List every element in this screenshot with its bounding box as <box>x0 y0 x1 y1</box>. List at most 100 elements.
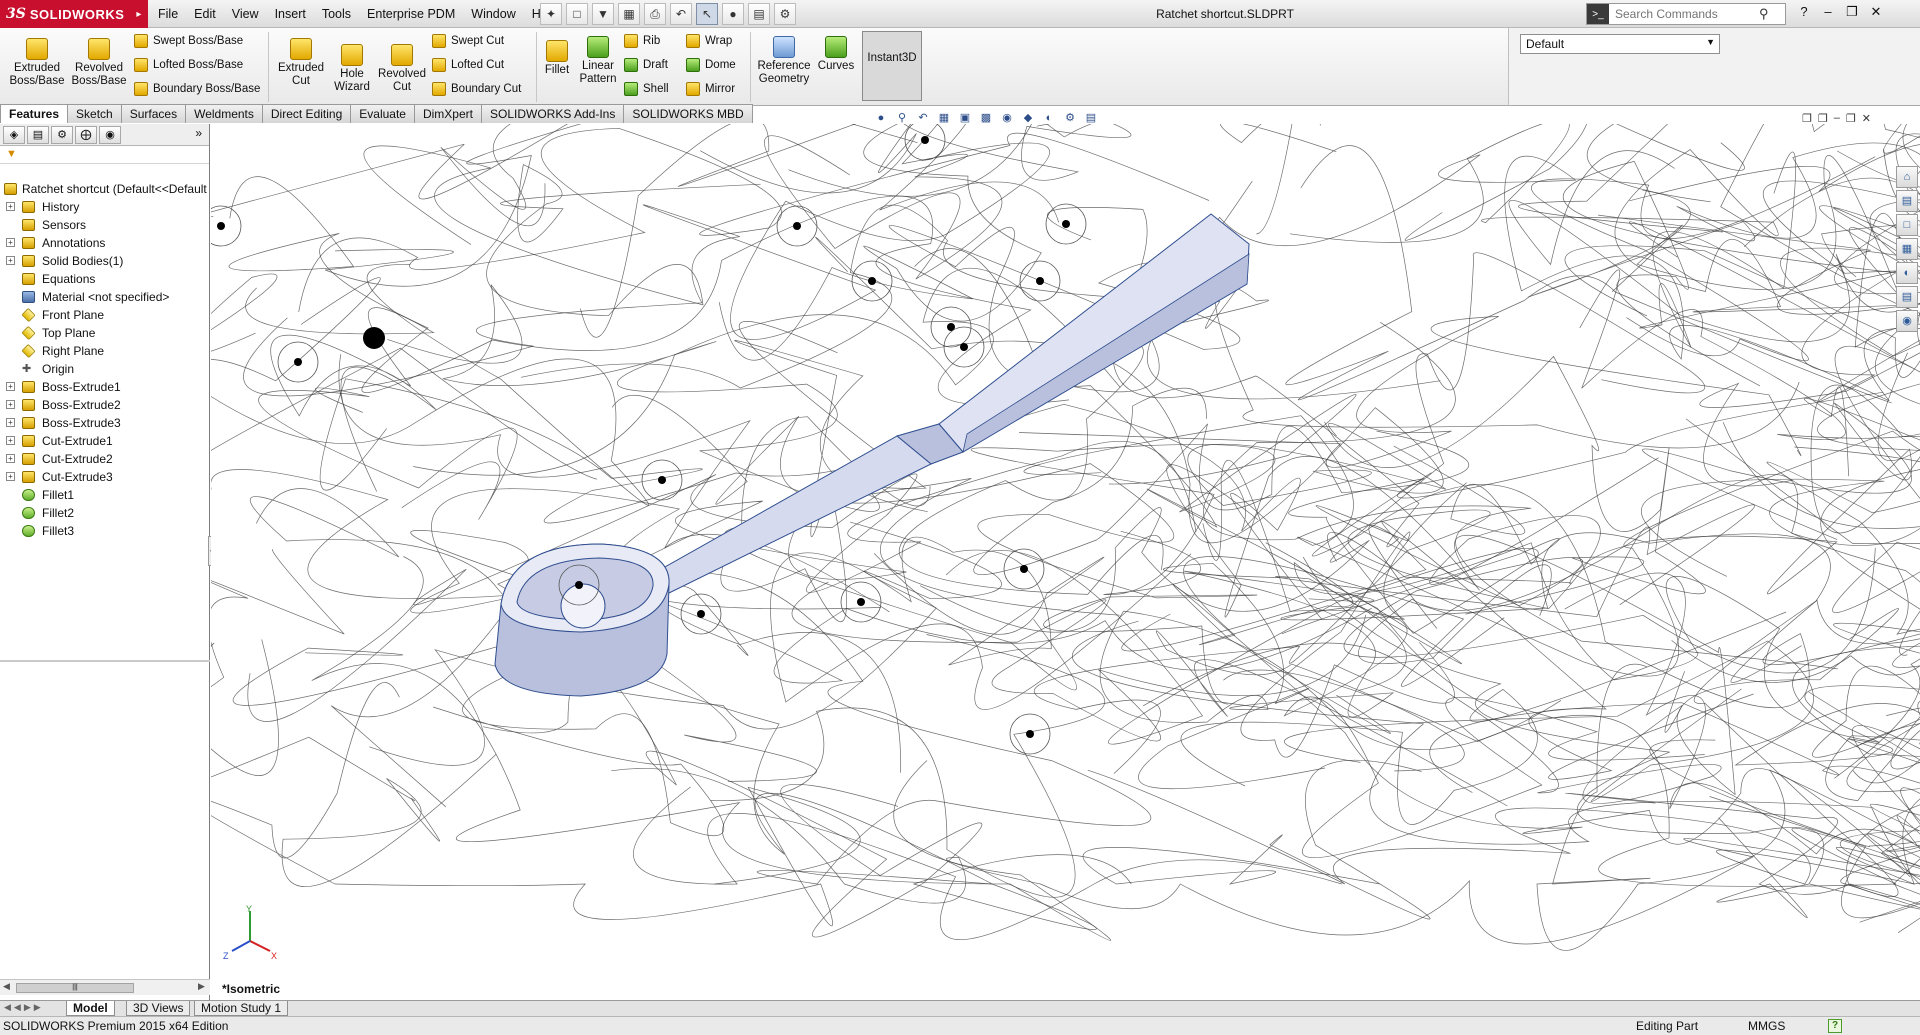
tab-weldments[interactable]: Weldments <box>185 104 263 123</box>
help-icon[interactable]: ? <box>1800 4 1808 19</box>
tree-item[interactable]: Material <not specified> <box>0 288 210 306</box>
scrollbar-thumb[interactable]: ||| <box>16 983 134 993</box>
tree-item[interactable]: Fillet2 <box>0 504 210 522</box>
save-icon[interactable]: ▦ <box>618 3 640 25</box>
options-icon[interactable]: ⚙ <box>774 3 796 25</box>
display-manager-tab-icon[interactable]: ◉ <box>99 126 121 144</box>
expand-icon[interactable]: + <box>6 256 15 265</box>
expand-icon[interactable]: + <box>6 436 15 445</box>
undo-icon[interactable]: ↶ <box>670 3 692 25</box>
swept-cut-button[interactable]: Swept Cut <box>432 34 504 48</box>
tab-evaluate[interactable]: Evaluate <box>350 104 415 123</box>
feature-manager-tab-icon[interactable]: ◈ <box>3 126 25 144</box>
previous-view-icon[interactable]: ↶ <box>918 112 928 124</box>
select-pointer-icon[interactable]: ↖ <box>696 3 718 25</box>
file-explorer-icon[interactable]: □ <box>1896 214 1918 236</box>
file-properties-icon[interactable]: ▤ <box>748 3 770 25</box>
menu-file[interactable]: File <box>158 7 179 21</box>
draft-button[interactable]: Draft <box>624 58 668 72</box>
menu-view[interactable]: View <box>231 7 259 21</box>
tab-3d-views[interactable]: 3D Views <box>126 1001 191 1016</box>
appearances-icon[interactable]: ◐ <box>1896 262 1918 284</box>
viewport-restore-icon[interactable]: ❐ <box>1845 113 1856 125</box>
menu-insert[interactable]: Insert <box>274 7 306 21</box>
viewport-minimize-icon[interactable]: – <box>1833 112 1840 124</box>
lofted-boss-button[interactable]: Lofted Boss/Base <box>134 58 243 72</box>
tab-dimxpert[interactable]: DimXpert <box>413 104 482 123</box>
menu-enterprise-pdm[interactable]: Enterprise PDM <box>367 7 456 21</box>
rebuild-icon[interactable]: ● <box>722 3 744 25</box>
hole-wizard-button[interactable]: Hole Wizard <box>330 44 374 94</box>
more-tabs-icon[interactable]: » <box>195 126 202 140</box>
open-folder-icon[interactable]: ▼ <box>592 3 614 25</box>
reference-geometry-button[interactable]: Reference Geometry <box>754 36 814 86</box>
boundary-boss-button[interactable]: Boundary Boss/Base <box>134 82 260 96</box>
status-units[interactable]: MMGS <box>1748 1019 1786 1033</box>
tree-item[interactable]: +Solid Bodies(1) <box>0 252 210 270</box>
configuration-select[interactable]: Default ▼ <box>1520 34 1720 54</box>
property-manager-tab-icon[interactable]: ▤ <box>27 126 49 144</box>
display-pane-icon[interactable]: ▤ <box>1085 112 1097 124</box>
solidworks-resources-icon[interactable]: ⌂ <box>1896 166 1918 188</box>
rib-button[interactable]: Rib <box>624 34 660 48</box>
tree-item[interactable]: Fillet3 <box>0 522 210 540</box>
tree-item[interactable]: Fillet1 <box>0 486 210 504</box>
expand-icon[interactable]: + <box>6 454 15 463</box>
revolved-cut-button[interactable]: Revolved Cut <box>376 44 428 94</box>
tree-item[interactable]: +History <box>0 198 210 216</box>
filter-icon[interactable]: ▼ <box>0 146 209 164</box>
lofted-cut-button[interactable]: Lofted Cut <box>432 58 504 72</box>
pin-icon[interactable]: ✦ <box>540 3 562 25</box>
tree-item[interactable]: Top Plane <box>0 324 210 342</box>
tab-solidworks-mbd[interactable]: SOLIDWORKS MBD <box>623 104 753 123</box>
section-view-icon[interactable]: ▦ <box>938 112 950 124</box>
expand-icon[interactable]: + <box>6 382 15 391</box>
instant3d-button[interactable]: Instant3D <box>862 31 922 101</box>
expand-icon[interactable]: + <box>6 400 15 409</box>
extruded-cut-button[interactable]: Extruded Cut <box>272 38 330 88</box>
tab-surfaces[interactable]: Surfaces <box>120 104 187 123</box>
close-icon[interactable]: ✕ <box>1870 4 1882 19</box>
view-settings-icon[interactable]: ⚙ <box>1065 112 1075 124</box>
graphics-area[interactable] <box>211 124 1920 1000</box>
tree-item[interactable]: +Annotations <box>0 234 210 252</box>
tree-item[interactable]: +Cut-Extrude1 <box>0 432 210 450</box>
viewport-close-icon[interactable]: ✕ <box>1861 113 1871 125</box>
expand-icon[interactable]: + <box>6 202 15 211</box>
solidworks-logo[interactable]: 3S SOLIDWORKS ▸ <box>0 0 148 28</box>
zoom-to-area-icon[interactable]: ⚲ <box>897 112 907 124</box>
tree-item[interactable]: Right Plane <box>0 342 210 360</box>
tab-features[interactable]: Features <box>0 104 69 123</box>
edit-appearance-icon[interactable]: ◆ <box>1023 112 1033 124</box>
search-icon[interactable]: ⚲ <box>1759 6 1769 21</box>
linear-pattern-button[interactable]: Linear Pattern <box>576 36 620 86</box>
tree-item[interactable]: Sensors <box>0 216 210 234</box>
fillet-button[interactable]: Fillet <box>540 40 574 77</box>
mirror-button[interactable]: Mirror <box>686 82 735 96</box>
view-orientation-icon[interactable]: ▣ <box>959 112 971 124</box>
search-scope-icon[interactable]: >_ <box>1587 4 1609 24</box>
apply-scene-icon[interactable]: ◐ <box>1045 112 1053 124</box>
tree-item[interactable]: Equations <box>0 270 210 288</box>
custom-properties-icon[interactable]: ▤ <box>1896 286 1918 308</box>
tree-item[interactable]: +Boss-Extrude3 <box>0 414 210 432</box>
minimize-icon[interactable]: – <box>1824 4 1832 19</box>
boundary-cut-button[interactable]: Boundary Cut <box>432 82 521 96</box>
hide-show-items-icon[interactable]: ◉ <box>1002 112 1012 124</box>
search-input[interactable] <box>1609 7 1759 21</box>
viewport-cascade-icon[interactable]: ❐ <box>1817 113 1828 125</box>
print-icon[interactable]: ⎙ <box>644 3 666 25</box>
tree-item[interactable]: +Cut-Extrude3 <box>0 468 210 486</box>
scroll-left-icon[interactable]: ◀ <box>3 981 10 991</box>
viewport-tile-icon[interactable]: ❐ <box>1802 113 1812 125</box>
tree-item[interactable]: ✚Origin <box>0 360 210 378</box>
extruded-boss-button[interactable]: Extruded Boss/Base <box>6 38 68 88</box>
logo-expand-arrow-icon[interactable]: ▸ <box>136 8 142 20</box>
expand-icon[interactable]: + <box>6 418 15 427</box>
tree-root-part[interactable]: Ratchet shortcut (Default<<Default <box>0 180 210 198</box>
view-palette-icon[interactable]: ▦ <box>1896 238 1918 260</box>
curves-button[interactable]: Curves <box>816 36 856 73</box>
swept-boss-button[interactable]: Swept Boss/Base <box>134 34 243 48</box>
tree-item[interactable]: +Boss-Extrude1 <box>0 378 210 396</box>
tree-horizontal-scrollbar[interactable]: ◀ ||| ▶ <box>0 979 210 995</box>
